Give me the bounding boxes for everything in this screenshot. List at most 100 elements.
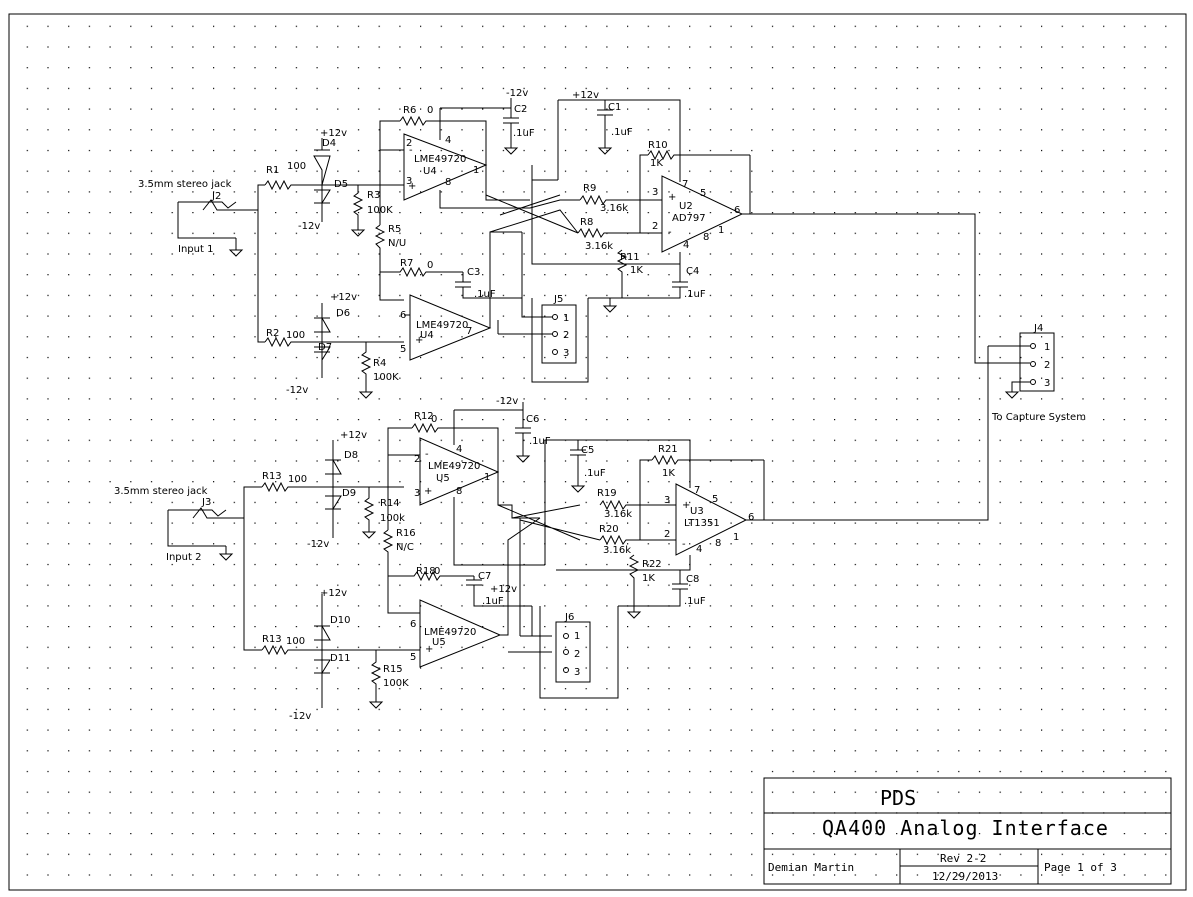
opamp-u5a[interactable]: - + 2 3 4 8 1 LME49720 U5: [414, 437, 500, 506]
svg-text:100k: 100k: [380, 513, 405, 524]
resistor-r2[interactable]: R2 100: [264, 328, 404, 348]
svg-text:2: 2: [563, 330, 569, 341]
svg-text:U2: U2: [679, 201, 693, 212]
resistor-r10[interactable]: R10 1K: [647, 140, 750, 169]
resistor-r19[interactable]: R19 3.16k: [597, 488, 676, 520]
opamp-u3[interactable]: + - 3 2 7 5 4 8 1 6 U3 LT1351: [664, 483, 754, 556]
svg-text:8: 8: [703, 232, 709, 243]
svg-text:4: 4: [445, 135, 451, 146]
capacitor-c6[interactable]: C6 .1uF: [515, 410, 551, 463]
resistor-r16[interactable]: R16 N/C: [382, 528, 420, 614]
svg-text:R15: R15: [383, 664, 403, 675]
svg-text:5: 5: [712, 494, 718, 505]
svg-text:U4: U4: [423, 166, 437, 177]
diode-d6[interactable]: D6 +12v: [314, 292, 357, 342]
svg-text:3: 3: [652, 187, 658, 198]
svg-text:6: 6: [400, 310, 406, 321]
svg-text:R16: R16: [396, 528, 416, 539]
resistor-r18[interactable]: R18 0: [388, 566, 474, 582]
svg-text:R2: R2: [266, 328, 279, 339]
resistor-r4[interactable]: R4 100K: [358, 342, 399, 399]
svg-text:R4: R4: [373, 358, 386, 369]
resistor-r5[interactable]: R5 N/U: [374, 224, 406, 301]
j4-note: To Capture System: [991, 412, 1086, 423]
capacitor-c1[interactable]: C1 .1uF: [597, 102, 633, 155]
svg-text:+12v: +12v: [320, 128, 347, 139]
svg-text:C6: C6: [526, 414, 539, 425]
svg-text:R7: R7: [400, 258, 413, 269]
svg-text:0: 0: [434, 566, 440, 577]
svg-text:+12v: +12v: [490, 584, 517, 595]
diode-d11[interactable]: D11 -12v: [289, 650, 350, 722]
header-j6[interactable]: J6 1 2 3: [555, 612, 591, 683]
resistor-r13[interactable]: R13 100: [261, 634, 420, 656]
svg-text:.1uF: .1uF: [482, 596, 504, 607]
capacitor-c4[interactable]: C4 .1uF: [588, 264, 706, 300]
svg-text:LME49720: LME49720: [428, 461, 480, 472]
svg-text:-12v: -12v: [289, 711, 311, 722]
svg-text:R13: R13: [262, 471, 282, 482]
resistor-r9[interactable]: R9 3.16k: [579, 183, 662, 214]
opamp-u4a[interactable]: - + 2 3 4 8 1 LME49720 U4: [403, 133, 488, 201]
capacitor-c3[interactable]: C3 .1uF: [455, 267, 522, 300]
tb-company: PDS: [880, 786, 916, 810]
svg-text:N/U: N/U: [388, 238, 406, 249]
svg-text:100: 100: [288, 474, 307, 485]
svg-text:2: 2: [652, 221, 658, 232]
capacitor-c8[interactable]: C8 .1uF: [618, 570, 706, 607]
capacitor-c5[interactable]: C5 .1uF: [570, 445, 606, 493]
resistor-r14[interactable]: R14 100k: [361, 487, 405, 539]
resistor-r8[interactable]: R8 3.16k: [577, 217, 662, 252]
resistor-r1[interactable]: R1 100: [264, 161, 322, 191]
svg-text:4: 4: [456, 444, 462, 455]
opamp-u4b[interactable]: 6 5 + LME49720 U4 7: [400, 294, 492, 361]
diode-d7[interactable]: D7 -12v: [286, 342, 332, 396]
svg-text:+12v: +12v: [320, 588, 347, 599]
svg-text:.1uF: .1uF: [474, 289, 496, 300]
diode-d4[interactable]: D4 +12v: [313, 128, 347, 186]
svg-text:.1uF: .1uF: [584, 468, 606, 479]
svg-text:D9: D9: [342, 488, 356, 499]
resistor-r20[interactable]: R20 3.16k: [599, 524, 676, 556]
svg-text:D8: D8: [344, 450, 358, 461]
resistor-r12[interactable]: R13 100: [261, 471, 404, 493]
jack-j3[interactable]: 3.5mm stereo jack J3 Input 2: [114, 486, 244, 563]
capacitor-c7[interactable]: C7 .1uF +12v: [466, 571, 532, 607]
svg-text:D7: D7: [318, 342, 332, 353]
diode-d9[interactable]: D9 -12v: [307, 487, 356, 550]
resistor-r17[interactable]: R12 0: [411, 411, 499, 472]
wire-in1: [257, 184, 265, 343]
svg-text:R1: R1: [266, 165, 279, 176]
svg-text:+: +: [408, 181, 416, 192]
svg-text:+12v: +12v: [330, 292, 357, 303]
resistor-r21[interactable]: R21 1K: [651, 444, 764, 479]
potentiometer-r22[interactable]: R22 1K: [626, 554, 662, 619]
resistor-r6[interactable]: R6 0: [399, 105, 487, 165]
svg-text:8: 8: [715, 538, 721, 549]
svg-text:7: 7: [466, 326, 472, 337]
svg-text:+: +: [415, 335, 423, 346]
potentiometer-r11[interactable]: R11 1K: [616, 249, 643, 298]
diode-d10[interactable]: D10 +12v: [314, 588, 350, 650]
jack-j2[interactable]: 3.5mm stereo jack J2 Input 1: [138, 179, 258, 257]
resistor-r15[interactable]: R15 100K: [368, 650, 409, 709]
svg-text:3: 3: [664, 495, 670, 506]
svg-text:4: 4: [696, 544, 702, 555]
opamp-u5b[interactable]: 6 5 + LME49720 U5: [410, 599, 502, 668]
svg-text:0: 0: [431, 414, 437, 425]
svg-text:C4: C4: [686, 266, 699, 277]
svg-text:+: +: [682, 500, 690, 511]
svg-text:0: 0: [427, 105, 433, 116]
svg-text:100K: 100K: [373, 372, 399, 383]
capacitor-c2[interactable]: C2 .1uF -12v: [503, 88, 535, 155]
svg-text:1: 1: [473, 165, 479, 176]
svg-text:3: 3: [406, 176, 412, 187]
svg-text:Input 2: Input 2: [166, 552, 201, 563]
svg-text:+: +: [425, 644, 433, 655]
opamp-u2[interactable]: + - 3 2 7 5 4 8 1 6 U2 AD797: [652, 175, 744, 253]
svg-text:2: 2: [574, 649, 580, 660]
diode-d8[interactable]: D8 +12v: [325, 430, 367, 487]
resistor-r7[interactable]: R7 0: [380, 258, 463, 278]
header-j4[interactable]: J4 1 2 3 To Capture System: [975, 323, 1086, 423]
